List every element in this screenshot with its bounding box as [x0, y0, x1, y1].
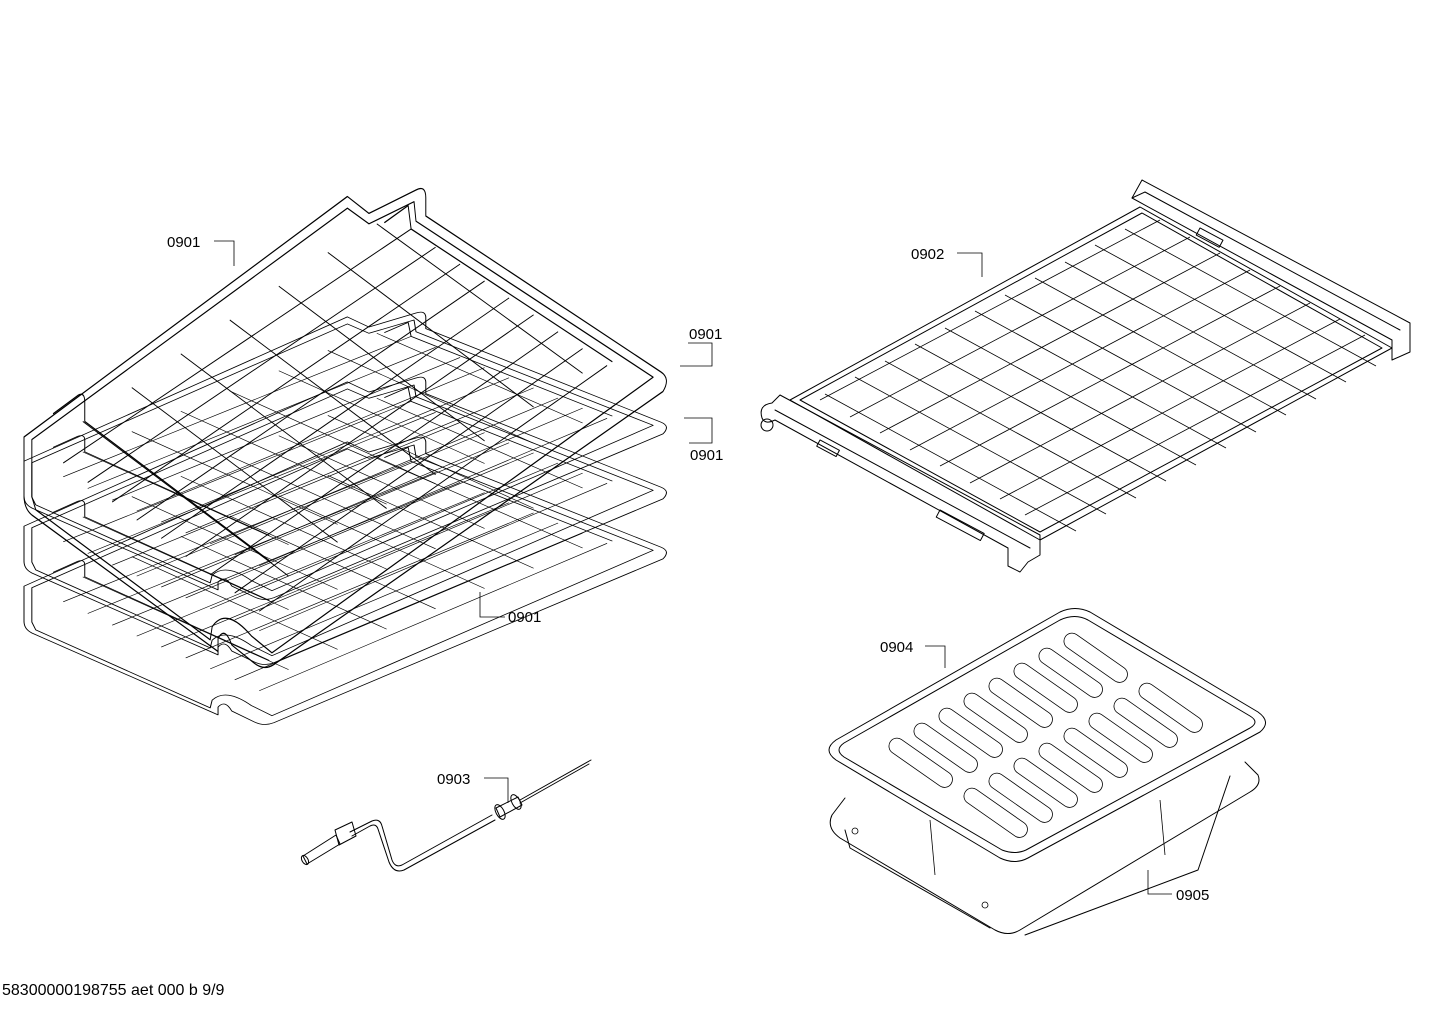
label-0905: 0905 — [1176, 887, 1209, 904]
telescopic-rack — [760, 179, 1411, 573]
document-footer-code: 58300000198755 aet 000 b 9/9 — [2, 982, 225, 999]
label-0901-bottom: 0901 — [508, 609, 541, 626]
broil-pan — [829, 761, 1260, 936]
label-0901-second: 0901 — [689, 326, 722, 343]
label-0901-third: 0901 — [690, 447, 723, 464]
wire-rack-upper-middle — [23, 311, 667, 600]
leader-lines — [214, 240, 1172, 895]
label-0901-top: 0901 — [167, 234, 200, 251]
wire-rack-lower-middle — [23, 376, 667, 665]
label-0903: 0903 — [437, 771, 470, 788]
broil-grid — [828, 608, 1266, 862]
meat-probe — [300, 759, 592, 872]
label-0902: 0902 — [911, 246, 944, 263]
label-0904: 0904 — [880, 639, 913, 656]
